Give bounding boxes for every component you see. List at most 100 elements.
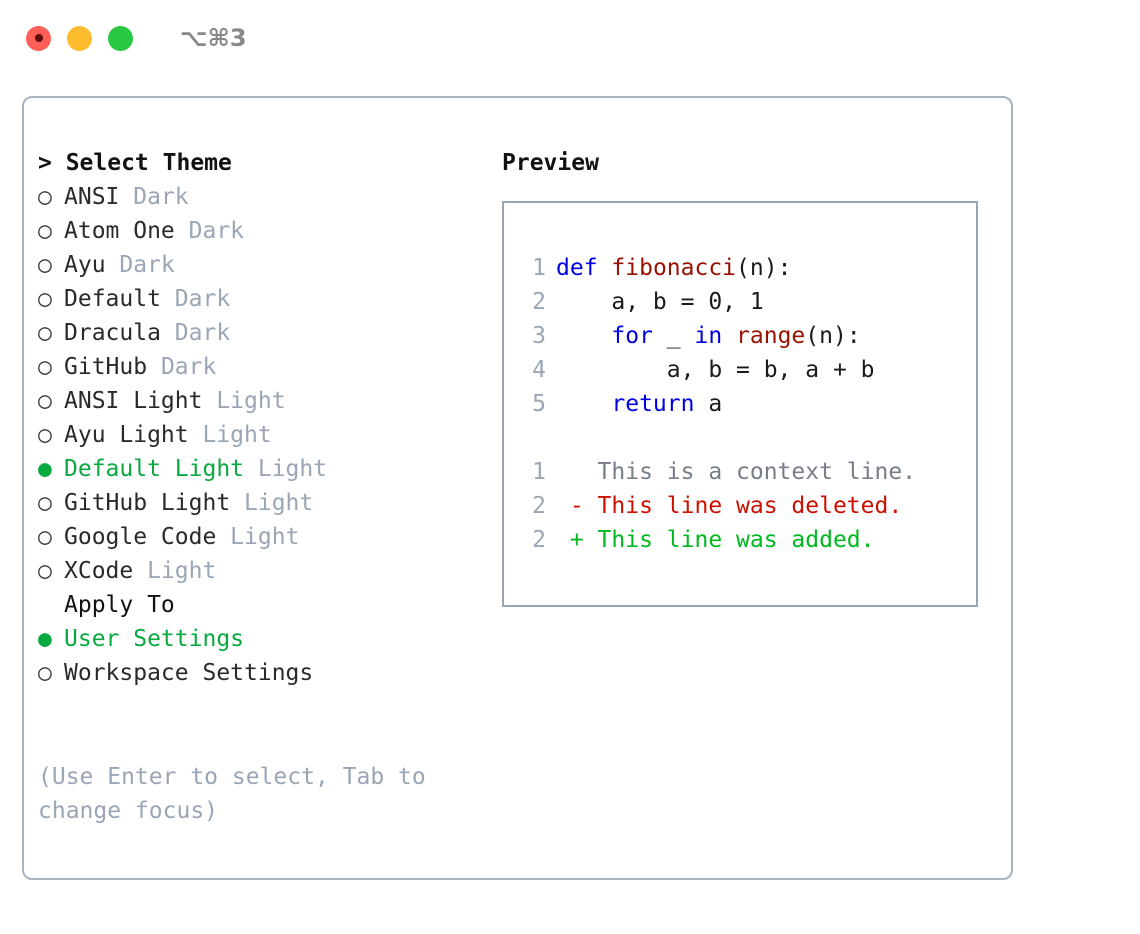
radio-unselected-icon: ○ [38, 558, 52, 584]
apply-to-options: ●User Settings ○ Workspace Settings [38, 622, 478, 690]
line-number: 1 [532, 255, 546, 281]
line-number: 2 [532, 527, 546, 553]
code-token [598, 255, 612, 281]
code-token [722, 323, 736, 349]
radio-unselected-icon: ○ [38, 286, 52, 312]
theme-option-label: Default Light [64, 456, 245, 482]
window-title-shortcut: ⌥⌘3 [180, 24, 247, 52]
theme-list-header: > Select Theme [38, 150, 232, 176]
theme-option-kind: Light [230, 490, 314, 516]
code-line: 3 for _ in range(n): [516, 319, 968, 353]
theme-option-kind: Dark [105, 252, 175, 278]
theme-option-label: ANSI Light [64, 388, 203, 414]
code-token: a, b = b, a + b [556, 357, 875, 383]
apply-to-title: Apply To [64, 592, 175, 618]
theme-option-kind: Dark [119, 184, 189, 210]
code-token: return [611, 391, 695, 417]
radio-unselected-icon: ○ [38, 490, 52, 516]
minimize-button[interactable] [67, 25, 92, 51]
theme-option-label: Ayu [64, 252, 106, 278]
code-line: 5 return a [516, 387, 968, 421]
theme-option-ansi[interactable]: ○ANSI Dark [38, 180, 478, 214]
code-token [556, 323, 611, 349]
apply-option-user-settings[interactable]: ●User Settings [38, 622, 478, 656]
theme-option-kind: Dark [147, 354, 217, 380]
radio-unselected-icon: ○ [38, 354, 52, 380]
theme-option-default[interactable]: ○Default Dark [38, 282, 478, 316]
line-number: 5 [532, 391, 546, 417]
diff-line-text: + This line was added. [556, 527, 875, 553]
radio-selected-icon: ● [38, 456, 52, 482]
preview-header: Preview [502, 150, 599, 176]
theme-option-github[interactable]: ○ GitHub Dark [38, 350, 478, 384]
theme-option-xcode[interactable]: ○ XCode Light [38, 554, 478, 588]
theme-option-ayu[interactable]: ○ Ayu Dark [38, 248, 478, 282]
radio-unselected-icon: ○ [38, 388, 52, 414]
theme-option-label: XCode [64, 558, 134, 584]
code-token: range [736, 323, 806, 349]
theme-option-kind: Dark [174, 218, 245, 244]
line-number: 1 [532, 459, 546, 485]
code-diff-separator [516, 421, 968, 455]
line-number: 2 [532, 289, 546, 315]
maximize-button[interactable] [108, 25, 133, 51]
code-line: 2 a, b = 0, 1 [516, 285, 968, 319]
theme-option-google-code[interactable]: ○Google Code Light [38, 520, 478, 554]
diff-line: 1 This is a context line. [516, 455, 968, 489]
apply-option-label: Workspace Settings [64, 660, 314, 686]
theme-option-kind: Light [244, 456, 328, 482]
theme-option-kind: Light [188, 422, 272, 448]
theme-option-dracula[interactable]: ○ Dracula Dark [38, 316, 478, 350]
theme-options: ○ANSI Dark○Atom One Dark○Ayu Dark○Defaul… [38, 180, 478, 588]
diff-line: 2 - This line was deleted. [516, 489, 968, 523]
apply-option-workspace-settings[interactable]: ○ Workspace Settings [38, 656, 478, 690]
code-token: def [556, 255, 598, 281]
theme-option-kind: Light [216, 524, 300, 550]
theme-list: > Select Theme ○ANSI Dark○Atom One Dark○… [38, 146, 478, 588]
code-token: _ [652, 323, 695, 349]
code-line: 4 a, b = b, a + b [516, 353, 968, 387]
theme-option-label: ANSI [64, 184, 120, 210]
diff-line-text: - This line was deleted. [556, 493, 903, 519]
radio-unselected-icon: ○ [38, 660, 52, 686]
theme-option-ansi-light[interactable]: ○ANSI Light Light [38, 384, 478, 418]
theme-option-label: Ayu Light [64, 422, 189, 448]
diff-line-text: This is a context line. [556, 459, 917, 485]
radio-unselected-icon: ○ [38, 422, 52, 448]
window-controls [26, 25, 133, 51]
theme-option-github-light[interactable]: ○ GitHub Light Light [38, 486, 478, 520]
theme-option-kind: Dark [160, 286, 231, 312]
code-token: fibonacci [611, 255, 737, 281]
window-titlebar: ⌥⌘3 [0, 0, 1140, 76]
theme-option-kind: Dark [160, 320, 231, 346]
theme-option-label: Dracula [64, 320, 161, 346]
line-number: 4 [532, 357, 546, 383]
apply-option-label: User Settings [64, 626, 245, 652]
radio-unselected-icon: ○ [38, 524, 52, 550]
theme-option-label: GitHub Light [64, 490, 231, 516]
radio-unselected-icon: ○ [38, 218, 52, 244]
keyboard-hint: (Use Enter to select, Tab to change focu… [38, 764, 426, 824]
apply-to-section: Apply To ●User Settings ○ Workspace Settin… [38, 588, 478, 690]
radio-unselected-icon: ○ [38, 252, 52, 278]
theme-option-label: Atom One [64, 218, 175, 244]
theme-option-ayu-light[interactable]: ○ Ayu Light Light [38, 418, 478, 452]
diff-line: 2 + This line was added. [516, 523, 968, 557]
radio-unselected-icon: ○ [38, 320, 52, 346]
theme-option-kind: Light [133, 558, 217, 584]
close-button[interactable] [26, 25, 51, 51]
theme-option-default-light[interactable]: ● Default Light Light [38, 452, 478, 486]
code-token: for [611, 323, 653, 349]
code-token: a [694, 391, 723, 417]
code-token: a, b = 0, 1 [556, 289, 764, 315]
line-number: 2 [532, 493, 546, 519]
code-line: 1 def fibonacci(n): [516, 251, 968, 285]
theme-option-label: GitHub [64, 354, 148, 380]
theme-option-atom-one[interactable]: ○ Atom One Dark [38, 214, 478, 248]
theme-picker-panel: > Select Theme ○ANSI Dark○Atom One Dark○… [22, 96, 1013, 880]
code-token: (n): [736, 255, 792, 281]
line-number: 3 [532, 323, 546, 349]
